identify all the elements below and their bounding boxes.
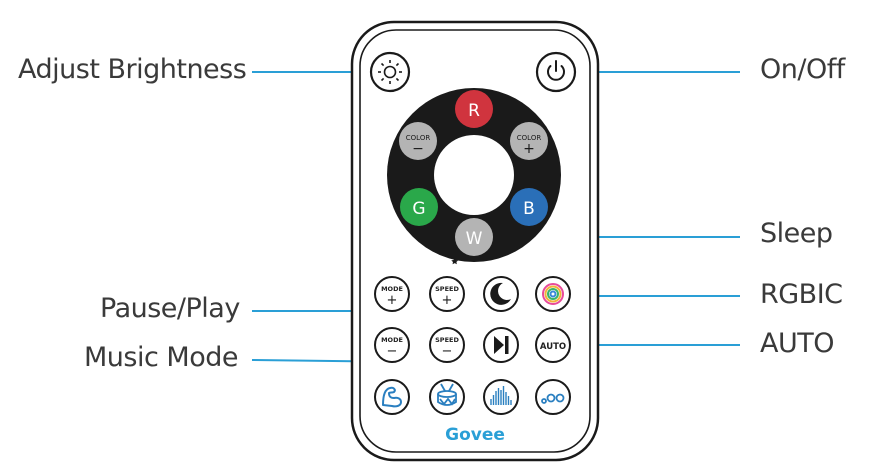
spectrum-button[interactable] [535, 379, 571, 415]
equalizer-icon [490, 386, 512, 405]
color-plus-word: COLOR [517, 134, 542, 142]
mode-minus-word: MODE [381, 336, 403, 344]
color-minus-sign: − [412, 141, 424, 157]
flexed-arm-icon [382, 386, 402, 408]
blue-button[interactable]: B [510, 188, 548, 226]
sun-icon [378, 60, 402, 84]
label-adjust-brightness: Adjust Brightness [18, 54, 247, 85]
sound-bars-button[interactable] [483, 379, 519, 415]
pause-play-button[interactable] [483, 327, 519, 363]
rainbow-swirl-icon [542, 283, 564, 305]
label-music-mode: Music Mode [84, 342, 238, 373]
mode-plus-sign: + [387, 293, 398, 308]
power-button[interactable] [535, 51, 577, 93]
label-pause-play: Pause/Play [100, 293, 240, 324]
moon-icon [451, 257, 511, 305]
label-on-off: On/Off [760, 54, 845, 85]
rgbic-button[interactable] [535, 276, 571, 312]
green-button-label: G [412, 199, 425, 219]
brightness-button[interactable] [369, 51, 411, 93]
blue-button-label: B [523, 199, 535, 219]
label-sleep: Sleep [760, 218, 833, 249]
mode-minus-sign: − [387, 344, 398, 359]
muscle-button[interactable] [374, 379, 410, 415]
speed-plus-word: SPEED [435, 285, 459, 293]
drum-icon [437, 383, 457, 406]
auto-button-label: AUTO [540, 342, 566, 352]
red-button-label: R [468, 101, 480, 121]
brand-logo: Govee [445, 425, 505, 445]
auto-button[interactable]: AUTO [535, 327, 571, 363]
green-button[interactable]: G [400, 188, 438, 226]
mode-plus-word: MODE [381, 285, 403, 293]
speed-minus-sign: − [442, 344, 453, 359]
speed-minus-word: SPEED [435, 336, 459, 344]
wave-dots-icon [541, 393, 565, 404]
sleep-button[interactable] [451, 257, 519, 312]
mode-minus-button[interactable]: MODE − [374, 327, 410, 363]
white-button[interactable]: W [455, 218, 493, 256]
play-pause-icon [494, 336, 509, 354]
color-minus-word: COLOR [406, 134, 431, 142]
speed-minus-button[interactable]: SPEED − [429, 327, 465, 363]
color-plus-button[interactable]: COLOR + [510, 122, 548, 160]
speed-plus-sign: + [442, 293, 453, 308]
red-button[interactable]: R [455, 90, 493, 128]
mode-plus-button[interactable]: MODE + [374, 276, 410, 312]
color-minus-button[interactable]: COLOR − [399, 122, 437, 160]
label-auto: AUTO [760, 328, 834, 359]
power-icon [547, 60, 565, 81]
speed-plus-button[interactable]: SPEED + [429, 276, 465, 312]
white-button-label: W [466, 229, 483, 249]
color-plus-sign: + [523, 141, 535, 157]
color-wheel-center [434, 135, 514, 215]
label-rgbic: RGBIC [760, 279, 843, 310]
music-mode-button[interactable] [429, 379, 465, 415]
